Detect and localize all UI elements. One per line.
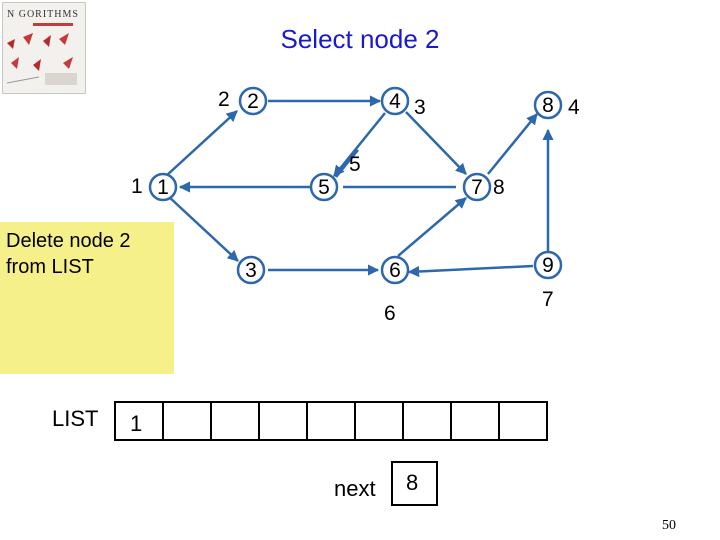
page-title: Select node 2: [280, 24, 440, 54]
node-7-label: 8: [493, 176, 505, 199]
book-cover-band: [33, 23, 73, 26]
book-cover-art: [6, 33, 77, 85]
node-4-label: 3: [414, 96, 426, 119]
node-1: 1 1: [131, 172, 178, 202]
node-2: 2 2: [218, 86, 268, 116]
edge-6-7: [397, 197, 467, 257]
next-label: next: [334, 476, 376, 501]
node-6: 6 6: [380, 255, 410, 325]
node-5: 5 5: [309, 153, 361, 202]
node-9: 9 7: [533, 250, 563, 311]
node-7: 7 8: [462, 172, 505, 202]
edge-4-5-b: [335, 149, 359, 178]
list-array: 1: [114, 401, 548, 441]
graph-edges: [165, 95, 554, 278]
edge-1-2: [165, 110, 238, 177]
list-cell: [356, 403, 404, 439]
edge-4-7: [405, 111, 467, 175]
node-6-label: 6: [384, 302, 396, 325]
node-7-id: 7: [471, 176, 483, 199]
book-cover-image: N GORITHMS: [2, 2, 86, 94]
node-4: 4 3: [380, 86, 426, 119]
node-1-label: 1: [131, 175, 143, 198]
note-line-2: from LIST: [6, 256, 94, 278]
node-6-id: 6: [389, 259, 401, 282]
list-cell: [212, 403, 260, 439]
edge-7-8: [487, 113, 538, 175]
next-box: 8: [391, 461, 438, 506]
node-9-id: 9: [542, 254, 554, 277]
edge-9-6: [407, 264, 534, 278]
node-2-id: 2: [247, 90, 259, 113]
note-line-1: Delete node 2: [6, 230, 131, 252]
node-3-id: 3: [245, 259, 257, 282]
list-cell: [164, 403, 212, 439]
list-cell: [500, 403, 546, 439]
list-cell-value: 1: [130, 411, 143, 436]
list-cell: [404, 403, 452, 439]
note-box: Delete node 2 from LIST: [0, 222, 174, 374]
list-cell: [260, 403, 308, 439]
list-cell: [452, 403, 500, 439]
node-1-id: 1: [157, 176, 169, 199]
node-8-id: 8: [542, 94, 554, 117]
next-value: 8: [406, 470, 419, 495]
list-label: LIST: [52, 406, 99, 431]
node-8: 8 4: [533, 90, 580, 120]
node-5-id: 5: [318, 176, 330, 199]
node-9-label: 7: [542, 288, 554, 311]
node-5-label: 5: [349, 153, 361, 176]
list-cell: 1: [116, 403, 164, 439]
page-number: 50: [662, 518, 676, 533]
node-8-label: 4: [568, 96, 580, 119]
graph-diagram: 1 1 2 2 3 4 3 5 5 6 6 7 8: [131, 86, 580, 325]
edge-4-5: [333, 112, 386, 177]
edge-1-3: [167, 195, 239, 262]
node-3: 3: [236, 255, 266, 285]
list-cell: [308, 403, 356, 439]
node-4-id: 4: [389, 90, 401, 113]
book-cover-title: N GORITHMS: [7, 9, 79, 20]
node-2-label: 2: [218, 88, 230, 111]
graph-nodes: 1 1 2 2 3 4 3 5 5 6 6 7 8: [131, 86, 580, 325]
